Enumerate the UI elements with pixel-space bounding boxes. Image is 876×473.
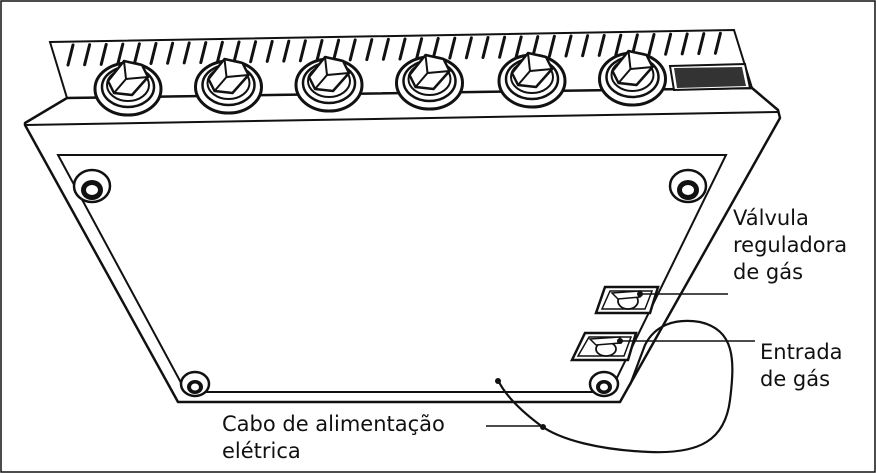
vent-slot — [398, 37, 407, 61]
burner-knob — [598, 49, 667, 107]
label-inlet-line-1: Entrada — [760, 340, 843, 364]
label-cable-line-1: Cabo de alimentação — [222, 412, 445, 436]
vent-slot — [464, 36, 473, 60]
vent-slot — [249, 40, 258, 64]
vent-slot — [664, 32, 673, 56]
vent-slot — [547, 34, 556, 58]
label-cable-line-2: elétrica — [222, 439, 301, 463]
housing-top-edge — [24, 111, 779, 126]
vent-slot — [614, 33, 623, 57]
cable-callout-dot — [540, 424, 546, 430]
vent-slot — [680, 32, 689, 56]
foot-bottom-right — [588, 370, 620, 398]
vent-slot — [265, 39, 274, 63]
foot-top-left — [72, 168, 112, 204]
display-plate-inner — [674, 67, 746, 88]
vent-slot — [116, 42, 125, 66]
vent-slot — [498, 35, 507, 59]
vent-slot — [597, 33, 606, 57]
vent-slot — [199, 41, 208, 65]
vent-slot — [448, 36, 457, 60]
label-valve-line-2: reguladora — [733, 233, 848, 257]
vent-slot — [647, 33, 656, 56]
burner-knob — [93, 59, 163, 117]
gas-regulator-valve — [594, 285, 660, 315]
vent-slot — [232, 40, 241, 64]
label-valve-regulator: Válvula reguladora de gás — [733, 205, 847, 286]
label-gas-inlet: Entrada de gás — [760, 339, 843, 393]
vent-slot — [215, 40, 224, 64]
burner-knobs — [93, 49, 667, 117]
vent-slot — [66, 43, 75, 67]
power-cable — [497, 319, 734, 454]
vent-slot — [166, 41, 175, 65]
vent-slot — [182, 41, 191, 65]
burner-knob — [194, 57, 263, 115]
vent-slot — [149, 42, 158, 65]
vent-slot — [332, 38, 341, 62]
vent-slot — [348, 38, 357, 62]
burner-knob — [497, 51, 567, 109]
cable-entry-point — [495, 378, 501, 384]
gas-inlet-fitting — [570, 331, 638, 362]
vent-slot — [83, 43, 92, 67]
foot-top-right — [668, 168, 708, 204]
vent-slot — [381, 37, 390, 61]
vent-slot — [697, 32, 706, 56]
vent-slot — [132, 42, 141, 66]
vent-slot — [481, 36, 490, 59]
burner-knob — [395, 53, 464, 111]
vent-slot — [581, 34, 590, 58]
vent-slot — [298, 39, 307, 63]
vent-slot — [415, 37, 424, 61]
vent-slot — [713, 31, 722, 55]
label-valve-line-3: de gás — [733, 260, 804, 284]
vent-slot — [315, 39, 324, 62]
vent-slot — [282, 39, 291, 63]
vent-slot — [431, 36, 440, 60]
label-power-cable: Cabo de alimentação elétrica — [222, 411, 445, 465]
vent-slot — [99, 42, 108, 66]
foot-bottom-left — [179, 370, 211, 398]
label-valve-line-1: Válvula — [733, 206, 809, 230]
burner-knob — [294, 55, 364, 113]
label-inlet-line-2: de gás — [760, 367, 831, 391]
vent-slot — [365, 38, 374, 62]
vent-slot — [514, 35, 523, 59]
vent-slot — [564, 34, 573, 58]
